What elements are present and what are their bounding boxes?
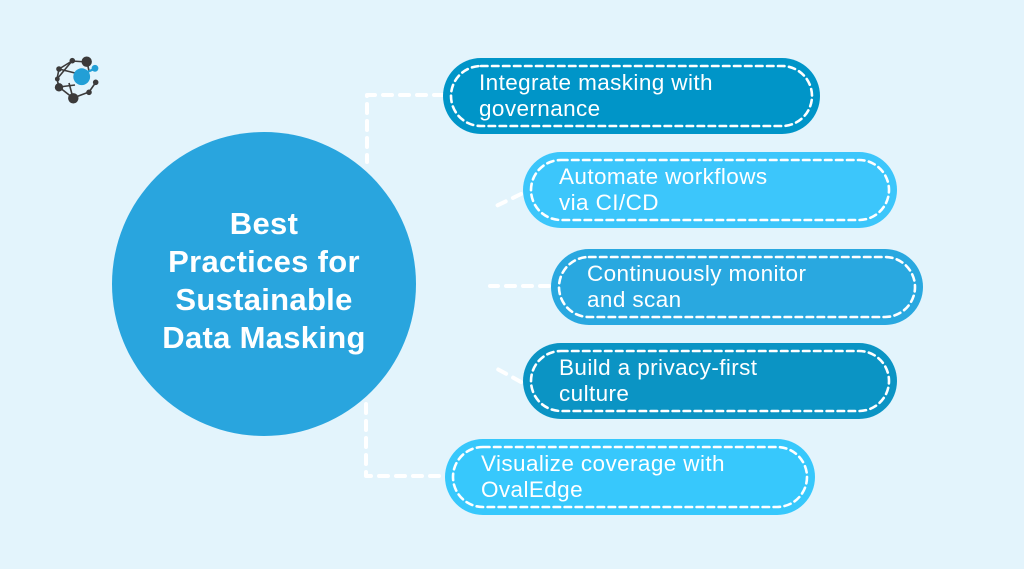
page-title-line: Data Masking xyxy=(162,320,366,355)
practice-label: Build a privacy-first culture xyxy=(523,355,897,407)
page-title-line: Best xyxy=(229,206,299,241)
practice-label-line: via CI/CD xyxy=(559,190,659,215)
practice-label-line: OvalEdge xyxy=(481,477,584,502)
practice-label-line: governance xyxy=(479,96,601,121)
connector-visualize xyxy=(364,402,445,478)
page-title-line: Practices for xyxy=(168,244,360,279)
connector-cicd xyxy=(490,192,523,210)
ovaledge-logo-icon xyxy=(54,56,99,104)
page-title-line: Sustainable xyxy=(175,282,353,317)
practice-label-line: Automate workflows xyxy=(559,164,768,189)
practice-label-line: Visualize coverage with xyxy=(481,451,725,476)
practice-label-line: culture xyxy=(559,381,630,406)
practice-item-governance: Integrate masking with governance xyxy=(443,58,820,134)
page-title: Best Practices for Sustainable Data Mask… xyxy=(162,205,365,363)
practice-item-culture: Build a privacy-first culture xyxy=(523,343,897,419)
practice-label: Continuously monitor and scan xyxy=(551,261,923,313)
practice-label: Visualize coverage with OvalEdge xyxy=(445,451,815,503)
practice-item-visualize: Visualize coverage with OvalEdge xyxy=(445,439,815,515)
practice-label-line: and scan xyxy=(587,287,682,312)
central-topic-circle: Best Practices for Sustainable Data Mask… xyxy=(112,132,416,436)
practice-label-line: Integrate masking with xyxy=(479,70,713,95)
practice-item-monitor: Continuously monitor and scan xyxy=(551,249,923,325)
connector-governance xyxy=(365,93,445,164)
practice-label-line: Continuously monitor xyxy=(587,261,807,286)
practice-item-cicd: Automate workflows via CI/CD xyxy=(523,152,897,228)
practice-label-line: Build a privacy-first xyxy=(559,355,758,380)
practice-label: Automate workflows via CI/CD xyxy=(523,164,897,216)
connector-culture xyxy=(490,364,523,384)
practice-label: Integrate masking with governance xyxy=(443,70,820,122)
